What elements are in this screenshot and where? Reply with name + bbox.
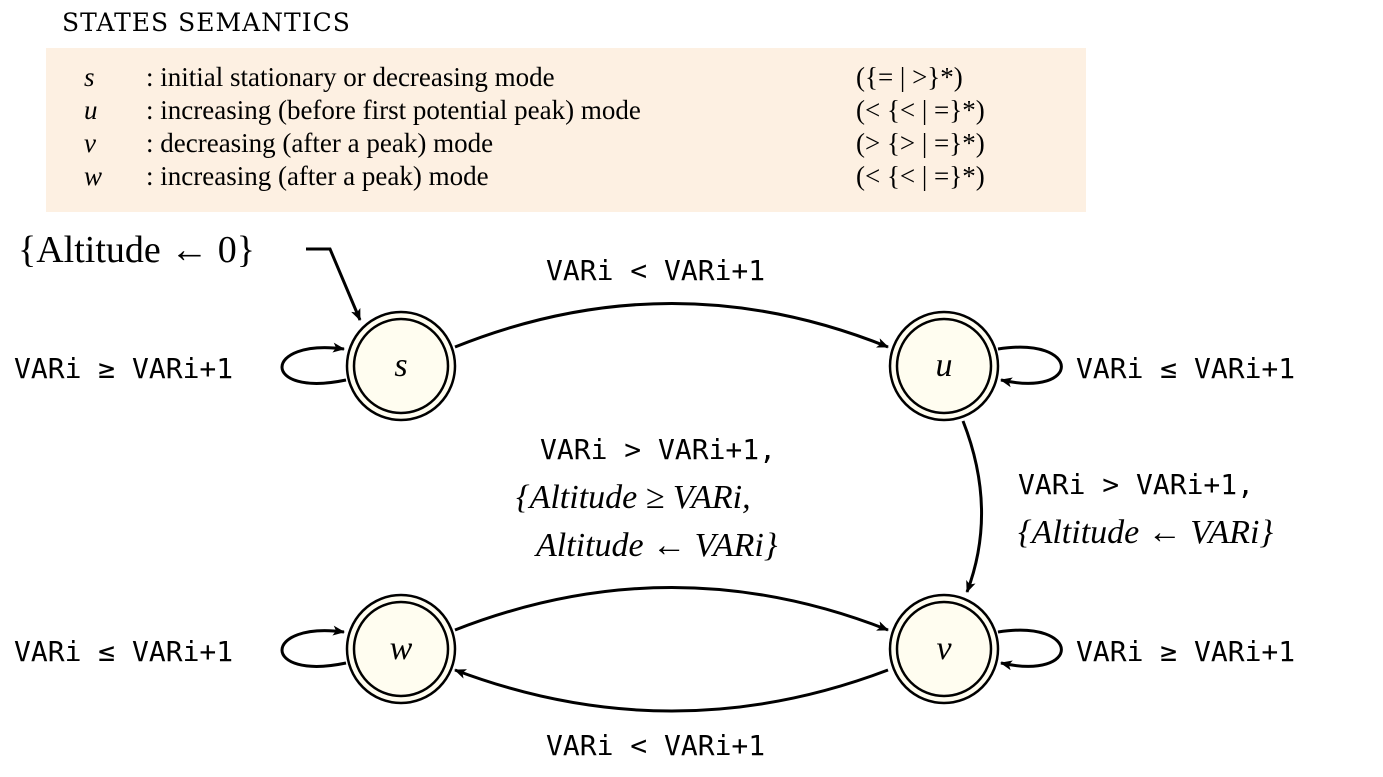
edge-u-to-v-label-line1: VARi > VARi+1, [1018,468,1254,501]
legend-expression: (< {< | =}*) [856,161,985,191]
edge-w-to-v-label-line3: Altitude ← VARi} [534,527,778,564]
legend-expression: ({= | >}*) [856,62,963,92]
legend-symbol: s [84,62,95,92]
edge-w-to-v-label-line1: VARi > VARi+1, [540,433,776,466]
edge-u-to-v [961,420,983,593]
legend-expression: (< {< | =}*) [856,95,985,125]
state-v: v [888,593,1000,705]
state-w: w [345,593,457,705]
loop-v [997,628,1063,671]
legend-description: : decreasing (after a peak) mode [146,128,494,158]
legend-description: : initial stationary or decreasing mode [146,62,555,92]
loop-s-label: VARi ≥ VARi+1 [14,352,233,385]
initial-label: {Altitude ← 0} [18,229,255,271]
state-label: v [936,630,952,667]
loop-u-label: VARi ≤ VARi+1 [1076,352,1295,385]
loop-w-label: VARi ≤ VARi+1 [14,635,233,668]
legend-box: s : initial stationary or decreasing mod… [46,48,1086,212]
state-s: s [345,310,457,422]
loop-u [997,345,1063,388]
initial-arrow [306,247,362,321]
state-label: u [936,347,953,384]
loop-v-label: VARi ≥ VARi+1 [1076,635,1295,668]
legend-symbol: u [84,95,98,125]
legend-title: STATES SEMANTICS [62,8,351,37]
edge-v-to-w-label: VARi < VARi+1 [546,729,765,762]
edge-s-to-u-label: VARi < VARi+1 [546,254,765,287]
legend-description: : increasing (after a peak) mode [146,161,489,191]
edge-w-to-v [454,586,889,632]
state-label: w [390,630,413,667]
legend-description: : increasing (before first potential pea… [146,95,641,125]
legend-symbol: w [84,161,103,191]
edge-w-to-v-label-line2: {Altitude ≥ VARi, [516,479,751,516]
edge-u-to-v-label-line2: {Altitude ← VARi} [1018,514,1273,551]
legend-expression: (> {> | =}*) [856,128,985,158]
loop-w [280,625,347,668]
legend-symbol: v [84,128,96,158]
loop-s [280,342,347,385]
edge-v-to-w [454,668,889,713]
state-label: s [394,347,407,384]
edge-s-to-u [454,302,889,349]
state-u: u [888,310,1000,422]
